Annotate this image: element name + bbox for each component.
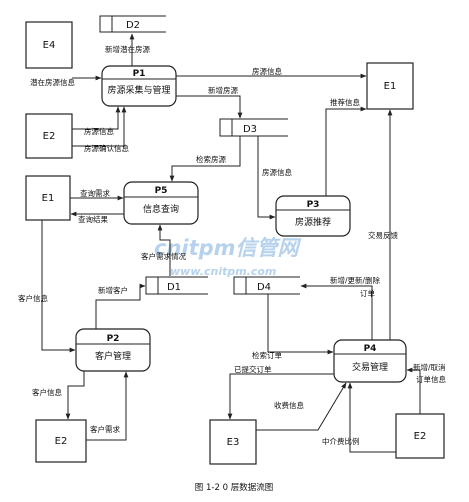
entity-e1-right: E1 xyxy=(366,62,414,110)
flow-label-customer-req-status: 客户需求情况 xyxy=(141,251,186,261)
flow-label-new-house: 新增房源 xyxy=(208,85,238,95)
flow-label-agent-ratio: 中介费比例 xyxy=(322,436,360,446)
datastore-d1: D1 xyxy=(145,276,208,295)
flow-label-house-info-d3p3: 房源信息 xyxy=(262,167,292,177)
process-p4-name: 交易管理 xyxy=(352,361,388,373)
process-p1: P1 房源采集与管理 xyxy=(101,65,177,107)
flow-label-house-info-e2: 房源信息 xyxy=(84,126,114,136)
entity-e2-bottom-left: E2 xyxy=(35,419,87,463)
process-p5-name: 信息查询 xyxy=(143,203,179,215)
flow-label-order-crud-2: 订单 xyxy=(360,288,375,298)
figure-caption: 图 1-2 0 层数据流图 xyxy=(195,482,273,493)
watermark-url: www.cnitpm.com xyxy=(170,265,276,278)
process-p4-id: P4 xyxy=(364,344,377,354)
process-p1-name: 房源采集与管理 xyxy=(107,84,170,96)
flow-label-search-order: 检索订单 xyxy=(252,350,282,360)
entity-e3-label: E3 xyxy=(227,437,240,448)
datastore-d4: D4 xyxy=(233,276,300,295)
flow-label-submitted-order: 已提交订单 xyxy=(234,364,272,374)
datastore-d1-label: D1 xyxy=(167,282,181,293)
flow-label-search-house: 检索房源 xyxy=(196,154,226,164)
flow-label-customer-info-e1: 客户信息 xyxy=(18,293,48,303)
process-p1-id: P1 xyxy=(133,69,146,79)
flow-label-customer-req: 客户需求 xyxy=(90,424,120,434)
flow-label-house-confirm: 房源确认信息 xyxy=(84,143,129,153)
entity-e3: E3 xyxy=(209,419,257,465)
entity-e4-label: E4 xyxy=(43,40,56,51)
process-p3: P3 房源推荐 xyxy=(275,195,351,237)
flow-label-new-cancel-2: 订单信息 xyxy=(416,374,446,384)
flow-label-house-info-top: 房源信息 xyxy=(252,66,282,76)
entity-e2-bottom-right: E2 xyxy=(395,413,445,459)
flow-label-order-crud-1: 新增/更新/删除 xyxy=(330,275,381,285)
entity-e1-right-label: E1 xyxy=(384,81,397,92)
datastore-d3-label: D3 xyxy=(243,124,257,135)
entity-e1-left: E1 xyxy=(25,175,71,221)
process-p3-name: 房源推荐 xyxy=(295,216,331,228)
process-p2-name: 客户管理 xyxy=(95,350,131,362)
flow-label-trade-feedback: 交易反馈 xyxy=(368,230,398,240)
watermark: cnitpm信管网 www.cnitpm.com xyxy=(154,236,302,278)
flow-label-query-req: 查询需求 xyxy=(80,188,110,198)
flow-label-new-cancel-1: 新增/取消 xyxy=(413,362,446,372)
entity-e2-bottom-right-label: E2 xyxy=(414,431,427,442)
process-p5-id: P5 xyxy=(155,186,168,196)
datastore-d4-label: D4 xyxy=(257,282,271,293)
datastore-d3: D3 xyxy=(219,118,288,137)
flow-labels: 新增潜在房源 潜在房源信息 房源信息 新增房源 房源信息 房源确认信息 推荐信息… xyxy=(18,44,446,446)
flow-label-query-result: 查询结果 xyxy=(78,214,108,224)
flow-label-new-customer: 新增客户 xyxy=(98,285,128,295)
flow-label-potential-info: 潜在房源信息 xyxy=(30,77,75,87)
flow-label-recommend-info: 推荐信息 xyxy=(330,97,360,107)
process-p4: P4 交易管理 xyxy=(333,339,407,383)
flow-label-customer-info-e2: 客户信息 xyxy=(32,387,62,397)
watermark-main: cnitpm信管网 xyxy=(154,236,302,260)
entity-e1-left-label: E1 xyxy=(42,193,55,204)
flow-label-fee-info: 收费信息 xyxy=(274,400,304,410)
flow-arrows xyxy=(41,33,421,453)
process-p5: P5 信息查询 xyxy=(123,181,199,225)
entity-e2-top-label: E2 xyxy=(43,131,56,142)
process-p3-id: P3 xyxy=(307,200,320,210)
datastore-d2-label: D2 xyxy=(126,20,140,31)
flow-label-new-potential: 新增潜在房源 xyxy=(105,44,150,54)
entity-e2-bottom-left-label: E2 xyxy=(55,436,68,447)
process-p2: P2 客户管理 xyxy=(75,328,151,372)
datastore-d2: D2 xyxy=(99,15,166,33)
entity-e2-top: E2 xyxy=(25,113,73,159)
entity-e4: E4 xyxy=(25,21,73,69)
process-p2-id: P2 xyxy=(107,334,120,344)
